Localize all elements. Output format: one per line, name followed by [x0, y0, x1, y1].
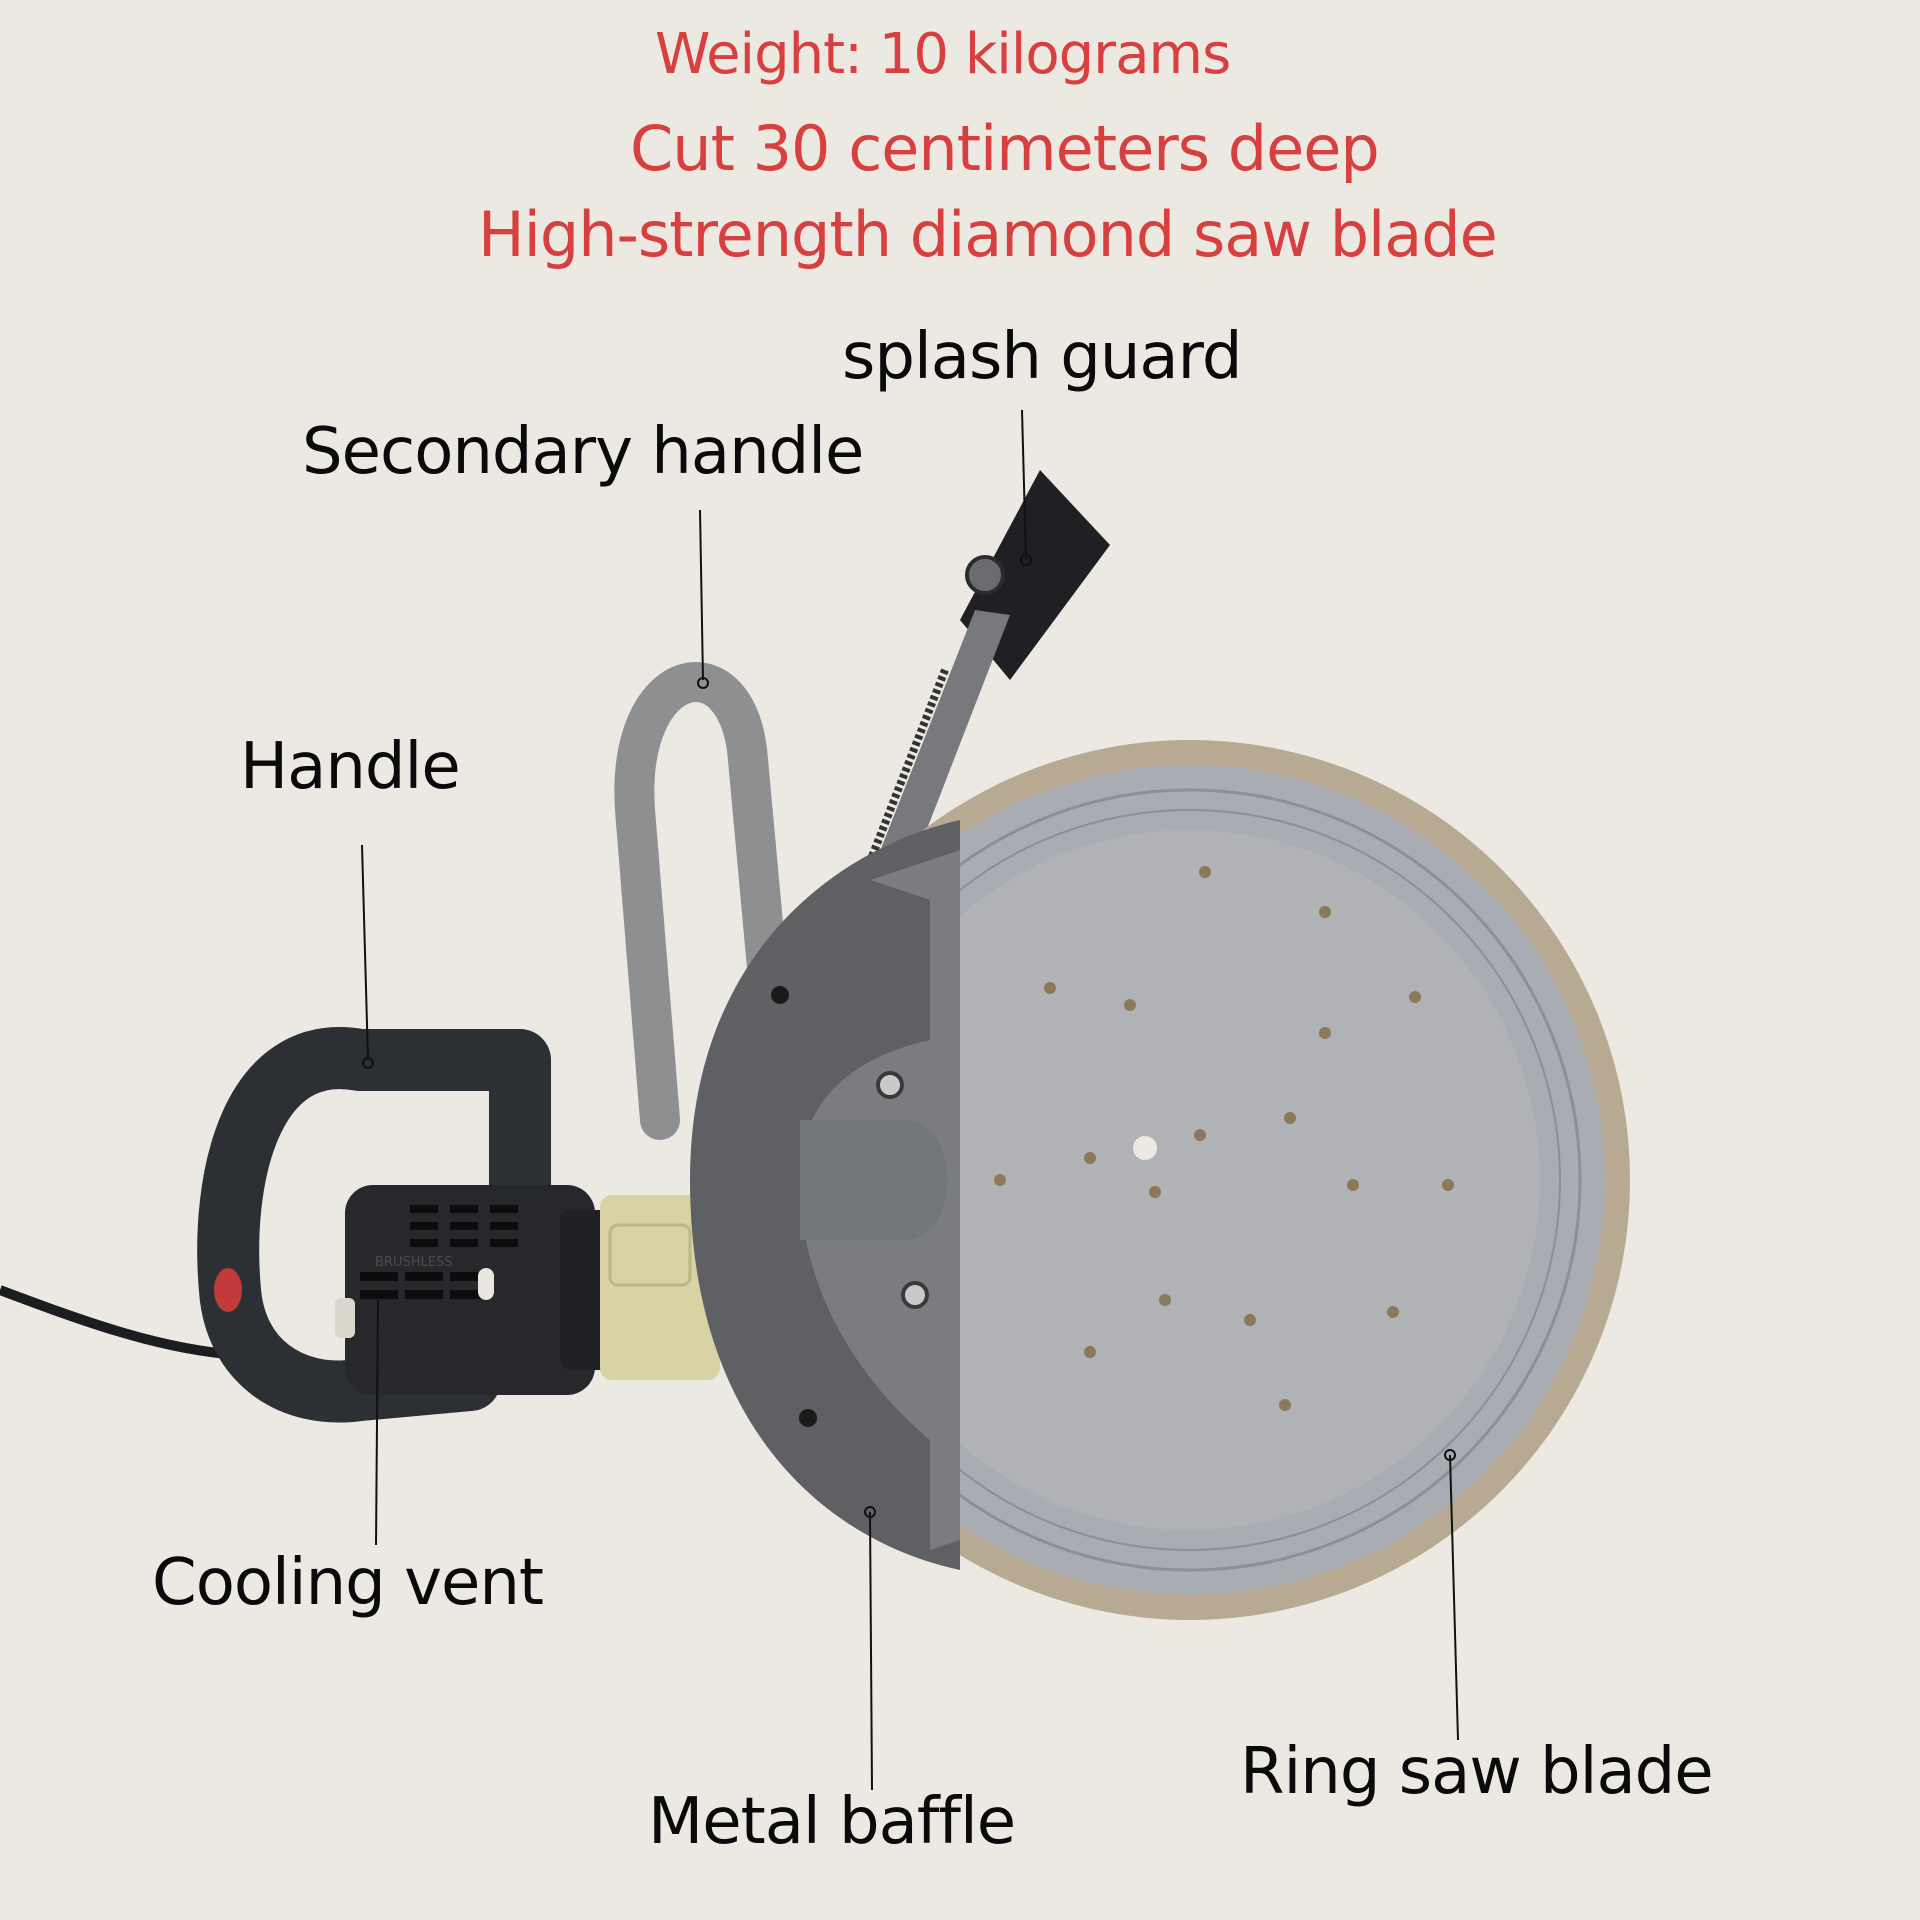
- spec-weight: Weight: 10 kilograms: [655, 22, 1231, 87]
- label-handle: Handle: [240, 730, 461, 804]
- power-cord: [0, 1285, 241, 1360]
- label-cooling-vent: Cooling vent: [152, 1546, 544, 1620]
- spec-blade: High-strength diamond saw blade: [478, 198, 1498, 271]
- label-ring-saw-blade: Ring saw blade: [1240, 1735, 1714, 1809]
- spec-cut-depth: Cut 30 centimeters deep: [630, 112, 1380, 185]
- secondary-handle: [614, 662, 790, 1140]
- cooling-vent-slots: [360, 1205, 518, 1299]
- motor-brand-text: BRUSHLESS: [375, 1255, 452, 1270]
- label-splash-guard: splash guard: [842, 320, 1242, 394]
- main-handle-top: [360, 1029, 551, 1200]
- label-secondary-handle: Secondary handle: [302, 415, 864, 489]
- label-metal-baffle: Metal baffle: [648, 1785, 1016, 1859]
- ring-saw-blade-graphic: [750, 740, 1630, 1620]
- power-switch-light: [214, 1268, 242, 1312]
- leader-lines: [361, 409, 1459, 1791]
